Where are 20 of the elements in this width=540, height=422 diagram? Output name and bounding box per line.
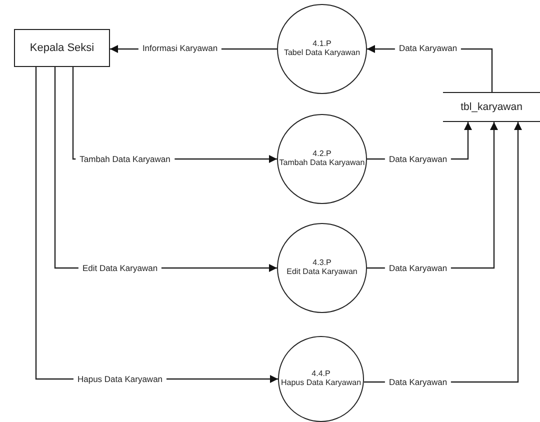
node-label: Hapus Data Karyawan [280,379,362,388]
edge-label: Data Karyawan [384,377,452,387]
edge-label: Tambah Data Karyawan [76,154,174,164]
node-label: Tabel Data Karyawan [284,49,360,58]
node-label: Edit Data Karyawan [286,268,358,277]
process-number: 4.4.P [312,370,330,379]
edge-label: Data Karyawan [394,43,462,53]
data-store [443,92,540,122]
process-number: 4.3.P [312,259,332,268]
edge-label: Edit Data Karyawan [78,263,162,273]
node-label: Kepala Seksi [30,42,94,54]
edge-label: Informasi Karyawan [138,43,222,53]
entity-box [14,29,110,67]
node-label: tbl_karyawan [460,101,522,113]
edge-label: Data Karyawan [384,154,452,164]
edge-label: Data Karyawan [384,263,452,273]
node-label: Tambah Data Karyawan [279,159,365,168]
process-number: 4.1.P [312,40,332,49]
edge-label: Hapus Data Karyawan [73,374,167,384]
process-number: 4.2.P [312,150,332,159]
